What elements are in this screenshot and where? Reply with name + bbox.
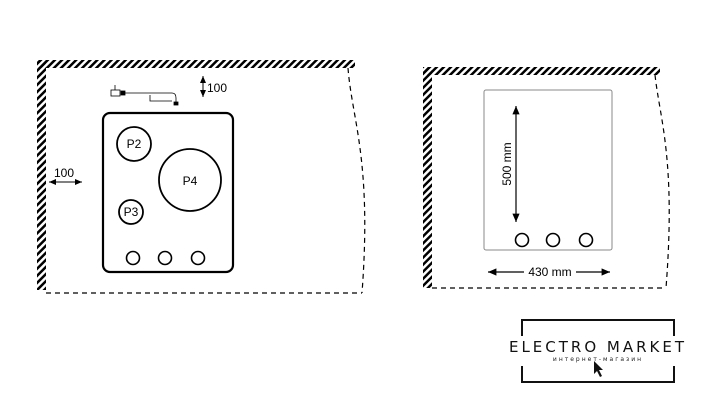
cutout-width-label: 430 mm bbox=[528, 265, 571, 279]
knob bbox=[157, 250, 173, 266]
countertop-edge-dashed bbox=[432, 74, 670, 289]
hob-outline bbox=[101, 111, 235, 274]
burner-p2 bbox=[116, 126, 152, 162]
burner-p2-label: P2 bbox=[127, 137, 142, 151]
burner-p3-label: P3 bbox=[124, 205, 139, 219]
cutout-height-label: 500 mm bbox=[500, 142, 514, 185]
burner-p4-label: P4 bbox=[183, 174, 198, 188]
burner-p3 bbox=[118, 199, 144, 225]
top-clearance-label: 100 bbox=[207, 81, 227, 95]
side-clearance-label: 100 bbox=[54, 166, 74, 180]
right-cutout-view: 500 mm 430 mm bbox=[423, 67, 670, 289]
wall-top-hatch bbox=[423, 67, 660, 75]
power-cord-icon bbox=[110, 85, 179, 106]
burner-p4 bbox=[158, 148, 222, 212]
wall-left-hatch bbox=[37, 60, 46, 290]
wall-top-hatch bbox=[37, 60, 355, 68]
countertop-edge-dashed bbox=[46, 67, 366, 294]
left-installation-view: 100 100 P2 P4 P3 bbox=[37, 60, 366, 294]
knob bbox=[545, 232, 561, 248]
cutout-outline bbox=[483, 89, 613, 251]
wall-left-hatch bbox=[423, 67, 432, 288]
logo-title: ELECTRO MARKET bbox=[509, 338, 687, 356]
knob bbox=[578, 232, 594, 248]
knob bbox=[190, 250, 206, 266]
electro-market-logo: ELECTRO MARKET интернет-магазин bbox=[509, 319, 687, 383]
knob bbox=[514, 232, 530, 248]
cursor-icon bbox=[594, 361, 603, 377]
knob bbox=[125, 250, 141, 266]
logo-subtitle: интернет-магазин bbox=[553, 356, 643, 363]
